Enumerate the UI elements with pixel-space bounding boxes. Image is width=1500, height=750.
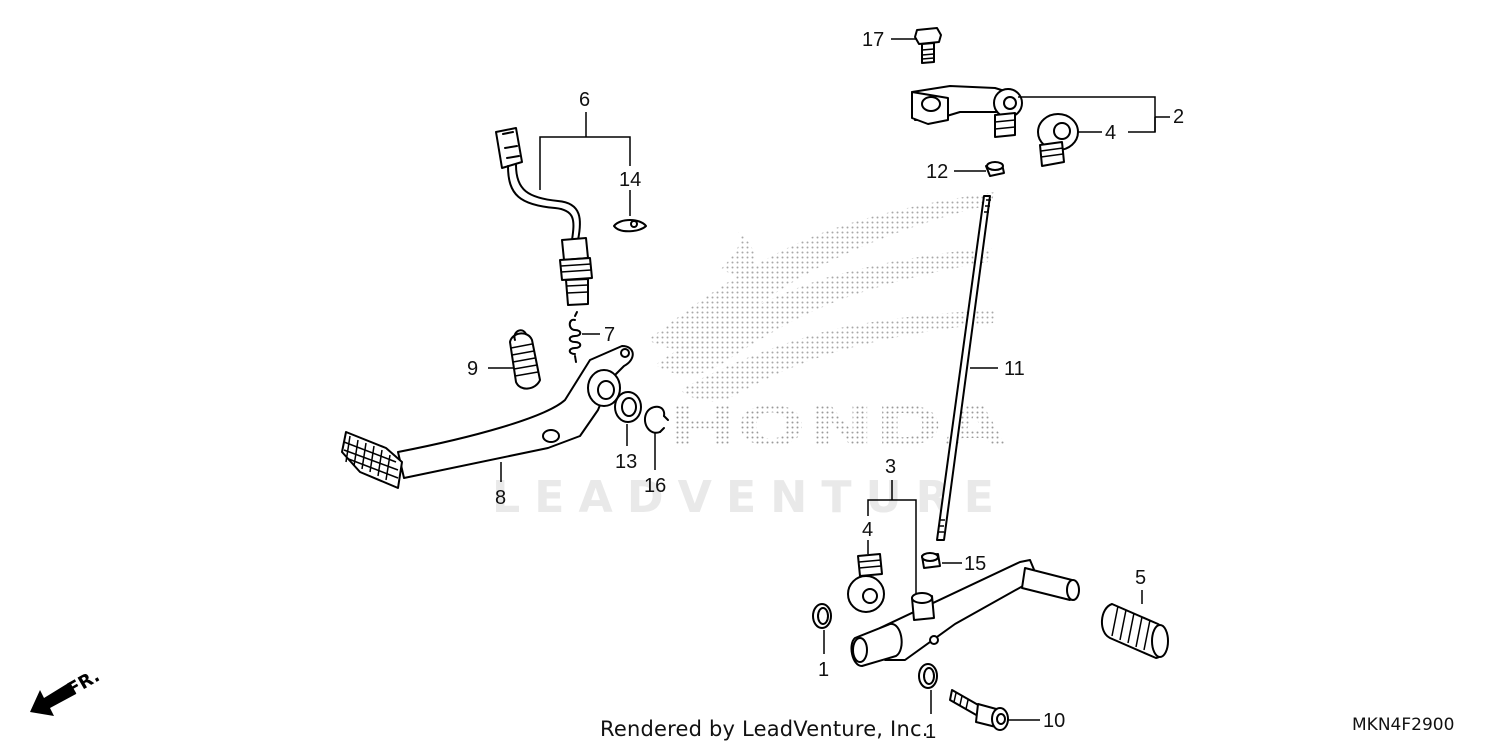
callout-10: 10 bbox=[1043, 710, 1065, 732]
nut-12-icon bbox=[985, 161, 1005, 177]
pivot-bolt-10-icon bbox=[949, 689, 1009, 731]
callout-4-lower: 4 bbox=[862, 519, 873, 541]
honda-wordmark-watermark: HONDA LEADVENTURE bbox=[492, 395, 1008, 523]
callout-13: 13 bbox=[615, 451, 637, 473]
nut-15-icon bbox=[921, 552, 941, 569]
callout-7: 7 bbox=[604, 324, 615, 346]
diagram-code: MKN4F2900 bbox=[1352, 715, 1455, 735]
spring-7-icon bbox=[568, 311, 582, 363]
shift-rod-11-icon bbox=[936, 195, 991, 541]
washer-1-right-icon bbox=[918, 663, 938, 689]
rendered-by-credit: Rendered by LeadVenture, Inc. bbox=[600, 717, 929, 741]
callout-17: 17 bbox=[862, 29, 884, 51]
callout-5: 5 bbox=[1135, 567, 1146, 589]
callout-16: 16 bbox=[644, 475, 666, 497]
front-direction-arrow-icon: FR. bbox=[30, 665, 103, 716]
callout-4-upper: 4 bbox=[1105, 122, 1116, 144]
snap-ring-16-icon bbox=[644, 405, 669, 434]
spring-9-icon bbox=[509, 329, 541, 390]
callout-6: 6 bbox=[579, 89, 590, 111]
honda-wing-watermark-icon bbox=[648, 192, 996, 402]
washer-1-left-icon bbox=[812, 603, 832, 629]
callout-15: 15 bbox=[964, 553, 986, 575]
callout-1-left: 1 bbox=[818, 659, 829, 681]
clip-14-icon bbox=[613, 219, 647, 233]
ball-joint-4-upper-icon bbox=[1037, 113, 1079, 167]
bolt-17-icon bbox=[914, 27, 942, 64]
callout-12: 12 bbox=[926, 161, 948, 183]
brake-pedal-8-icon bbox=[341, 345, 634, 489]
callout-11: 11 bbox=[1004, 358, 1025, 380]
callout-1-right: 1 bbox=[925, 721, 936, 743]
shift-arm-2-icon bbox=[911, 85, 1023, 138]
leadventure-watermark: LEADVENTURE bbox=[492, 472, 1008, 523]
gearshift-pedal-3-icon bbox=[850, 559, 1080, 667]
callout-8: 8 bbox=[495, 487, 506, 509]
pedal-rubber-5-icon bbox=[1101, 603, 1169, 659]
callout-3: 3 bbox=[885, 456, 896, 478]
callout-14: 14 bbox=[619, 169, 641, 191]
ball-joint-4-lower-icon bbox=[847, 553, 885, 613]
callout-labels: 17 2 4 12 6 14 7 9 11 13 16 8 3 4 15 5 1… bbox=[467, 29, 1184, 743]
switch-assembly-6-icon bbox=[495, 127, 593, 306]
leader-lines bbox=[488, 38, 1170, 721]
callout-9: 9 bbox=[467, 358, 478, 380]
callout-2: 2 bbox=[1173, 106, 1184, 128]
washer-13-icon bbox=[614, 391, 642, 423]
